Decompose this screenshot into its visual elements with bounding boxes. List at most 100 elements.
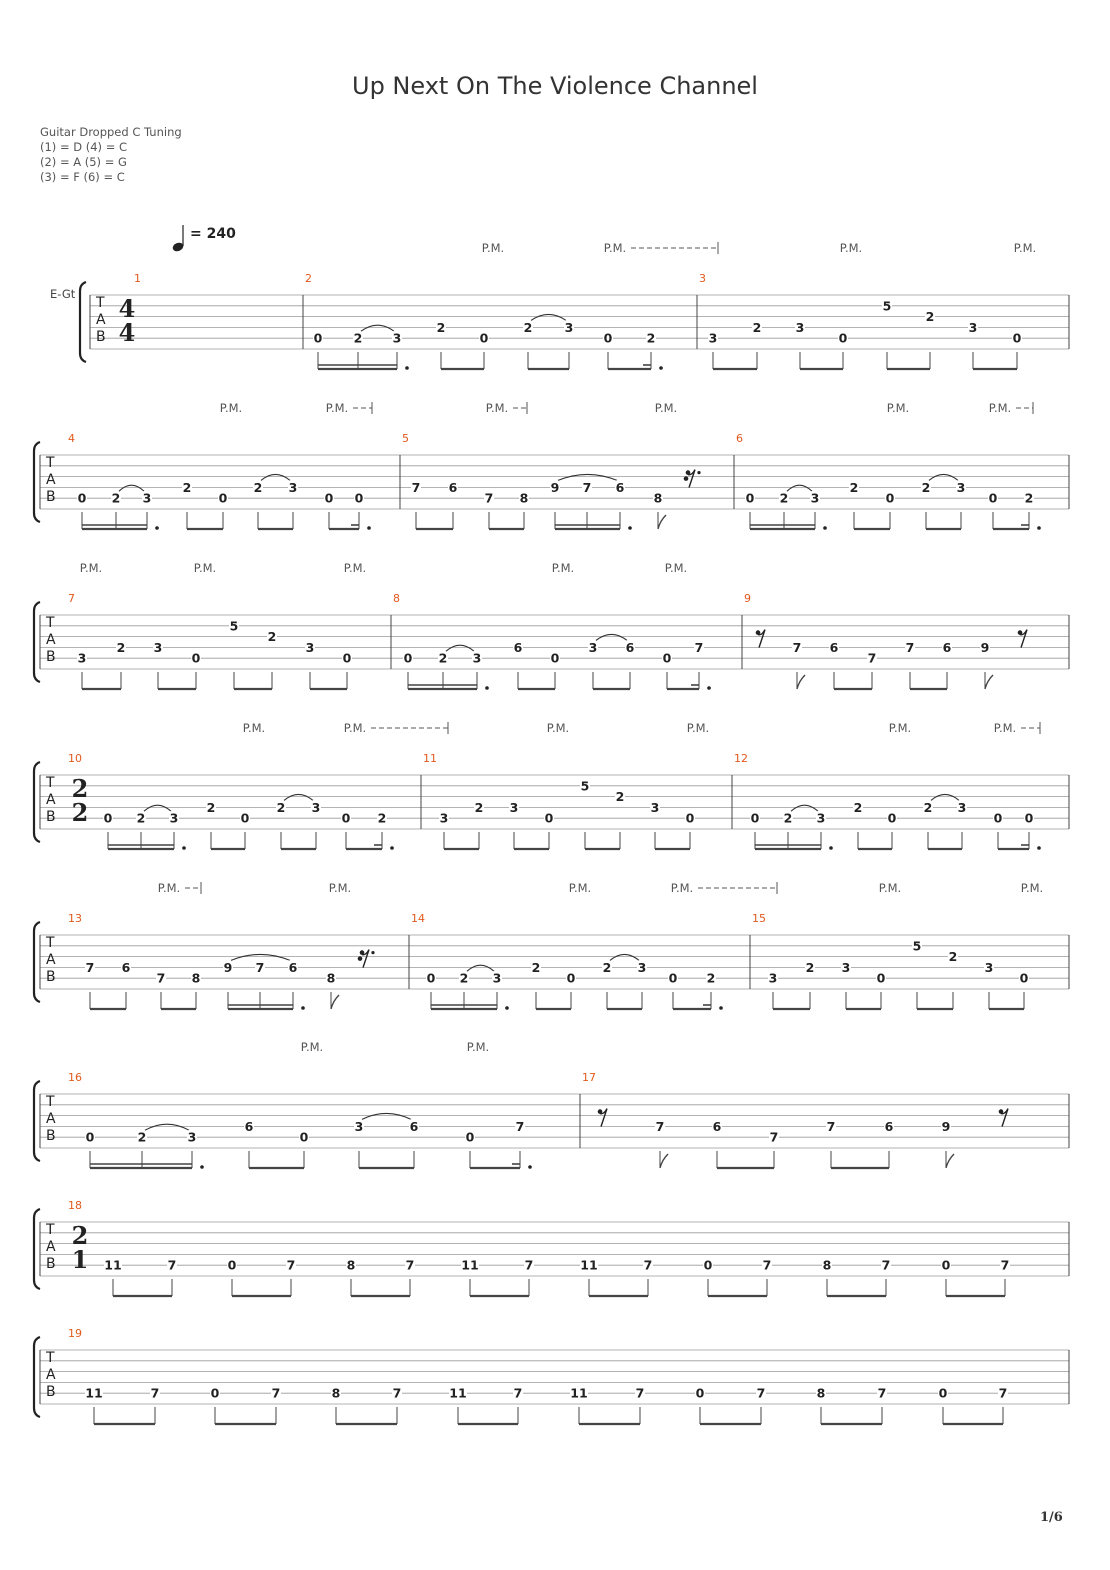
palm-mute: P.M. <box>344 721 449 735</box>
fret-backdrop <box>111 491 121 505</box>
fret-backdrop <box>405 1258 415 1272</box>
fret-backdrop <box>941 1119 951 1133</box>
fret-backdrop <box>103 811 113 825</box>
tuning-line: (3) = F (6) = C <box>40 170 125 184</box>
palm-mute: P.M. <box>486 401 528 415</box>
fret-backdrop <box>876 971 886 985</box>
fret-backdrop <box>662 651 672 665</box>
fret-number: 0 <box>228 1258 237 1273</box>
palm-mute: P.M. <box>994 721 1041 735</box>
duration-dot <box>182 846 186 850</box>
palm-mute-label: P.M. <box>879 881 901 895</box>
fret-backdrop <box>703 1258 713 1272</box>
fret-backdrop <box>885 491 895 505</box>
fret-number: 0 <box>86 1130 95 1145</box>
tie-arc <box>361 1112 412 1120</box>
palm-mute: P.M. <box>889 721 911 735</box>
fret-backdrop <box>191 651 201 665</box>
fret-number: 0 <box>78 491 87 506</box>
fret-backdrop <box>439 811 449 825</box>
palm-mute: P.M. <box>547 721 569 735</box>
tie-arc <box>118 484 145 492</box>
fret-number: 3 <box>188 1130 197 1145</box>
fret-backdrop <box>436 320 446 334</box>
fret-number: 3 <box>842 960 851 975</box>
time-signature-bottom: 1 <box>72 1245 89 1274</box>
fret-number: 0 <box>942 1258 951 1273</box>
time-signature-top: 2 <box>72 1221 89 1250</box>
fret-number: 2 <box>137 811 146 826</box>
palm-mute: P.M. <box>655 401 677 415</box>
measure-number: 19 <box>68 1327 82 1340</box>
fret-number: 3 <box>565 320 574 335</box>
fret-backdrop <box>921 480 931 494</box>
fret-number: 0 <box>704 1258 713 1273</box>
fret-backdrop <box>276 800 286 814</box>
measure-number: 8 <box>393 592 400 605</box>
fret-number: 7 <box>868 651 877 666</box>
fret-number: 2 <box>616 789 625 804</box>
fret-backdrop <box>167 1258 177 1272</box>
palm-mute: P.M. <box>467 1040 489 1054</box>
palm-mute: P.M. <box>326 401 373 415</box>
fret-backdrop <box>653 491 663 505</box>
palm-mute: P.M. <box>329 881 351 895</box>
palm-mute: P.M. <box>665 561 687 575</box>
measure-number: 9 <box>744 592 751 605</box>
fret-number: 0 <box>696 1386 705 1401</box>
fret-backdrop <box>1024 491 1034 505</box>
duration-dot <box>367 526 371 530</box>
fret-number: 2 <box>138 1130 147 1145</box>
fret-number: 3 <box>440 811 449 826</box>
duration-dot <box>1037 846 1041 850</box>
page-number: 1/6 <box>1040 1510 1063 1525</box>
fret-number: 6 <box>122 960 131 975</box>
fret-number: 7 <box>168 1258 177 1273</box>
fret-number: 0 <box>888 811 897 826</box>
fret-number: 7 <box>827 1119 836 1134</box>
fret-number: 0 <box>241 811 250 826</box>
fret-number: 7 <box>256 960 265 975</box>
fret-backdrop <box>136 811 146 825</box>
fret-backdrop <box>625 640 635 654</box>
fret-backdrop <box>484 491 494 505</box>
palm-mute: P.M. <box>989 401 1034 415</box>
fret-backdrop <box>792 640 802 654</box>
fret-number: 7 <box>793 640 802 655</box>
fret-backdrop <box>1000 1258 1010 1272</box>
tab-clef-letter: B <box>46 489 56 505</box>
fret-number: 7 <box>636 1386 645 1401</box>
palm-mute-label: P.M. <box>80 561 102 575</box>
fret-backdrop <box>286 1258 296 1272</box>
fret-backdrop <box>905 640 915 654</box>
fret-backdrop <box>826 1119 836 1133</box>
fret-number: 2 <box>183 480 192 495</box>
fret-backdrop <box>288 960 298 974</box>
fret-backdrop <box>816 1386 826 1400</box>
duration-dot <box>200 1165 204 1169</box>
fret-backdrop <box>706 971 716 985</box>
fret-backdrop <box>810 491 820 505</box>
fret-backdrop <box>695 1386 705 1400</box>
instrument-label: E-Gt <box>50 287 76 301</box>
fret-backdrop <box>635 1386 645 1400</box>
fret-number: 7 <box>516 1119 525 1134</box>
palm-mute-label: P.M. <box>482 241 504 255</box>
fret-number: 6 <box>514 640 523 655</box>
fret-backdrop <box>993 811 1003 825</box>
tab-clef-letter: A <box>46 1367 56 1383</box>
fret-number: 11 <box>570 1386 587 1401</box>
system-bracket <box>78 280 87 364</box>
fret-number: 11 <box>104 1258 121 1273</box>
fret-backdrop <box>544 811 554 825</box>
fret-number: 6 <box>830 640 839 655</box>
tab-clef-letter: T <box>45 455 55 471</box>
fret-number: 9 <box>224 960 233 975</box>
fret-number: 2 <box>949 949 958 964</box>
fret-backdrop <box>354 1119 364 1133</box>
tie-arc <box>786 484 813 492</box>
fret-backdrop <box>980 640 990 654</box>
fret-number: 2 <box>207 800 216 815</box>
fret-number: 3 <box>393 331 402 346</box>
